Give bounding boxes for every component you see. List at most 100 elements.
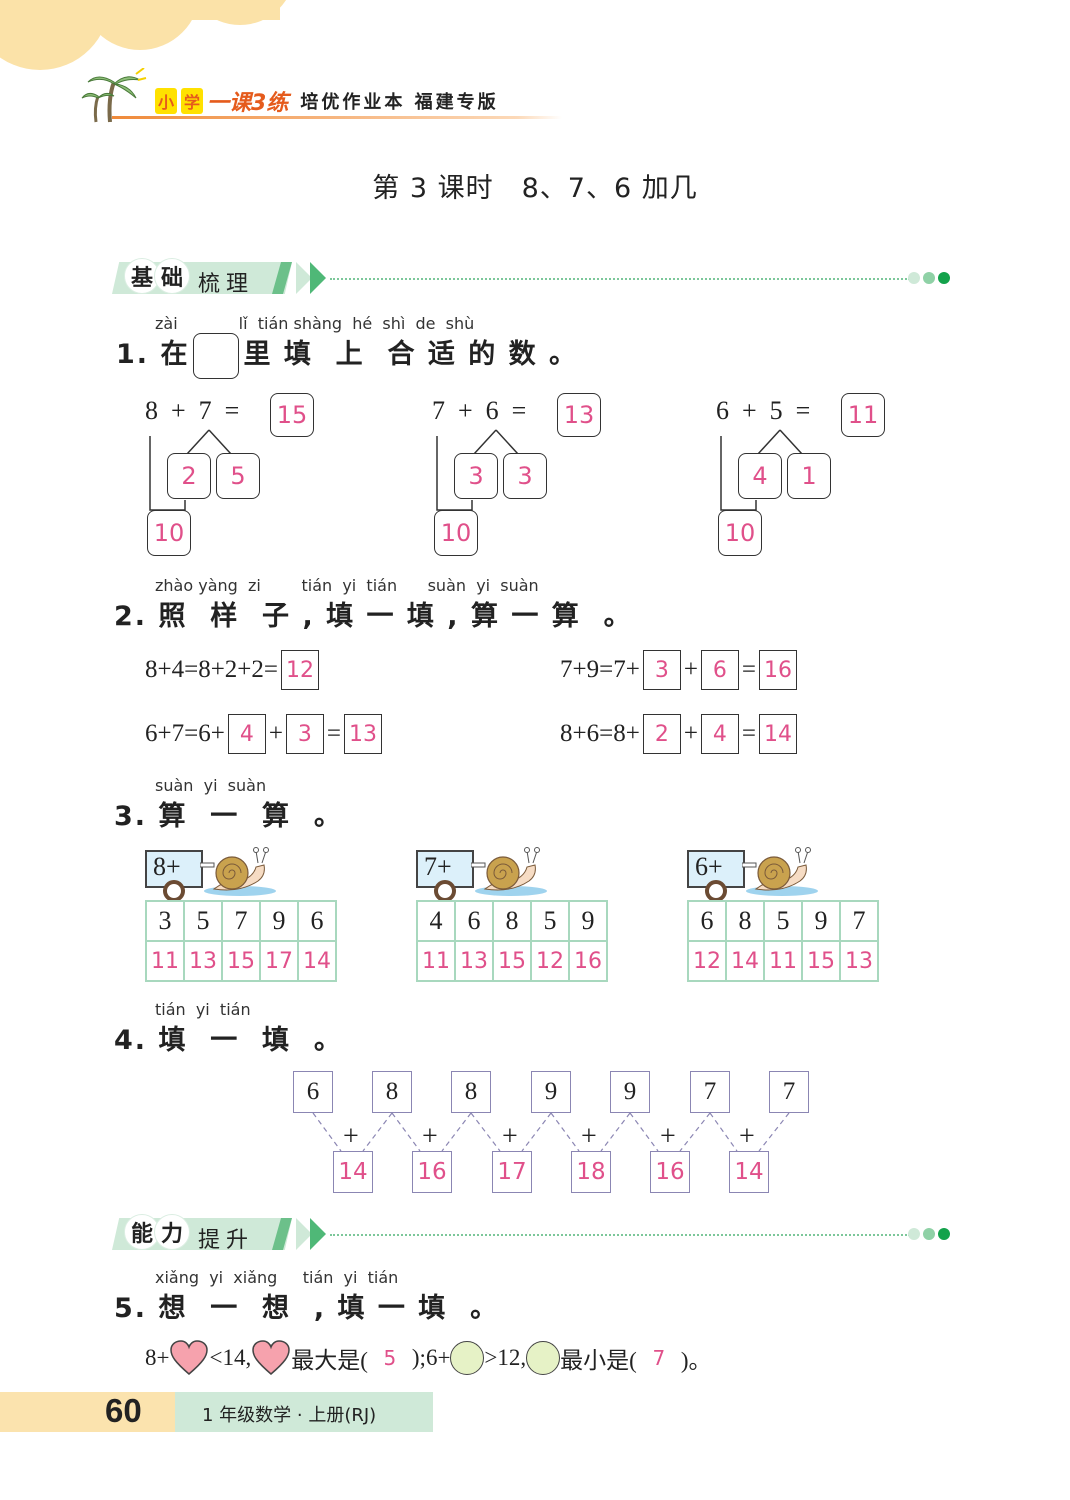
header-underline — [112, 116, 562, 119]
chevron-right-icon — [310, 262, 326, 294]
connector-line — [550, 1112, 580, 1152]
answer-box[interactable]: 13 — [344, 714, 383, 754]
answer-box[interactable]: 4 — [700, 714, 739, 754]
question-text: 照 样 子 , 填 一 填 , 算 一 算 。 — [158, 601, 633, 632]
addend-cell: 8 — [492, 900, 532, 942]
split-box[interactable]: 5 — [216, 453, 260, 499]
answer-box[interactable]: 16 — [759, 650, 798, 690]
section-badge: 基 — [124, 258, 160, 294]
connector-line — [521, 1112, 552, 1152]
q2-row: 6+7=6+ 4+ 3= 13 — [145, 714, 385, 754]
result-cell[interactable]: 12 — [530, 940, 570, 982]
dot-icon — [923, 272, 935, 284]
equation-text: 最小是( — [560, 1348, 637, 1373]
connector-line — [600, 1112, 631, 1152]
heart-icon — [170, 1340, 209, 1375]
result-cell[interactable]: 11 — [145, 940, 185, 982]
question-number: 4. — [114, 1025, 148, 1056]
equation-text: >12, — [484, 1345, 527, 1370]
split-box[interactable]: 3 — [503, 453, 547, 499]
empty-box-icon — [193, 332, 240, 379]
answer-box[interactable]: 3 — [285, 714, 324, 754]
section-subtitle: 梳理 — [198, 272, 255, 297]
answer-box[interactable]: 6 — [700, 650, 739, 690]
series-brand: 小 学 一课3练 培优作业本 福建专版 — [155, 86, 499, 116]
question-number: 3. — [114, 801, 148, 832]
dotted-divider — [330, 1234, 910, 1236]
equation-text: 8+4=8+2+2= — [145, 656, 278, 683]
question-text: 想 一 想 , 填 一 填 。 — [158, 1293, 500, 1324]
sum-box[interactable]: 14 — [729, 1151, 769, 1193]
sum-box[interactable]: 13 — [557, 393, 601, 437]
addend-box: 7 — [690, 1071, 730, 1113]
question-number: 2. — [114, 601, 148, 632]
result-cell[interactable]: 15 — [801, 940, 841, 982]
section-header-advanced: 能 力 提升 — [112, 1214, 952, 1254]
answer-blank[interactable]: 7 — [652, 1346, 666, 1370]
equation-text: 7 + 6 = — [432, 396, 527, 425]
sum-box[interactable]: 17 — [492, 1151, 532, 1193]
result-cell[interactable]: 15 — [492, 940, 532, 982]
ten-box[interactable]: 10 — [718, 510, 762, 556]
result-cell[interactable]: 11 — [416, 940, 456, 982]
q2-row: 7+9=7+ 3+ 6= 16 — [560, 650, 800, 690]
wheel-icon — [434, 880, 456, 902]
question-4-heading: 4. 填 一 填 。 — [114, 1018, 343, 1057]
equation-text: 8+6=8+ — [560, 720, 640, 747]
answer-box[interactable]: 4 — [227, 714, 266, 754]
cart-label: 7+ — [416, 850, 474, 888]
ten-box[interactable]: 10 — [434, 510, 478, 556]
result-cell[interactable]: 12 — [687, 940, 727, 982]
answer-blank[interactable]: 5 — [383, 1346, 397, 1370]
chevron-right-icon — [310, 1218, 326, 1250]
answer-box[interactable]: 2 — [642, 714, 681, 754]
result-cell[interactable]: 16 — [568, 940, 608, 982]
question-pinyin: xiǎng yi xiǎng tián yi tián — [155, 1268, 399, 1287]
result-cell[interactable]: 17 — [259, 940, 299, 982]
answer-box[interactable]: 14 — [759, 714, 798, 754]
addend-cell: 9 — [259, 900, 299, 942]
footer-book-band — [175, 1392, 433, 1432]
heart-icon — [252, 1340, 290, 1375]
connector-line — [679, 1112, 711, 1152]
equation-text: <14, — [209, 1345, 252, 1370]
split-box[interactable]: 4 — [738, 453, 782, 499]
split-box[interactable]: 2 — [167, 453, 211, 499]
question-text: 填 一 填 。 — [158, 1025, 343, 1056]
addend-cell: 9 — [568, 900, 608, 942]
sum-box[interactable]: 15 — [270, 393, 314, 437]
answer-box[interactable]: 12 — [281, 650, 319, 690]
answer-box[interactable]: 3 — [642, 650, 681, 690]
addend-cell: 9 — [801, 900, 841, 942]
sum-box[interactable]: 16 — [412, 1151, 452, 1193]
question-2-heading: 2. 照 样 子 , 填 一 填 , 算 一 算 。 — [114, 594, 633, 633]
question-text: 里 填 上 合 适 的 数 。 — [243, 339, 579, 370]
plus-sign: + — [581, 1121, 597, 1152]
brand-main: 一课3练 — [207, 91, 289, 116]
ten-box[interactable]: 10 — [147, 510, 191, 556]
sum-box[interactable]: 16 — [650, 1151, 690, 1193]
result-cell[interactable]: 13 — [839, 940, 879, 982]
question-1-heading: 1. 在里 填 上 合 适 的 数 。 — [116, 332, 578, 379]
result-cell[interactable]: 14 — [725, 940, 765, 982]
split-box[interactable]: 3 — [454, 453, 498, 499]
connector-line — [709, 1112, 738, 1152]
sum-box[interactable]: 14 — [333, 1151, 373, 1193]
addend-cell: 3 — [145, 900, 185, 942]
sum-box[interactable]: 18 — [571, 1151, 611, 1193]
question-5-heading: 5. 想 一 想 , 填 一 填 。 — [114, 1286, 499, 1325]
split-box[interactable]: 1 — [787, 453, 831, 499]
result-cell[interactable]: 14 — [297, 940, 337, 982]
footer-page-band — [0, 1392, 175, 1432]
question-pinyin: zài lǐ tián shàng hé shì de shù — [155, 314, 475, 333]
sum-box[interactable]: 11 — [841, 393, 885, 437]
plus-sign: + — [660, 1121, 676, 1152]
result-cell[interactable]: 11 — [763, 940, 803, 982]
addend-cell: 4 — [416, 900, 456, 942]
result-cell[interactable]: 13 — [183, 940, 223, 982]
section-badge: 力 — [154, 1214, 190, 1250]
result-cell[interactable]: 13 — [454, 940, 494, 982]
result-cell[interactable]: 15 — [221, 940, 261, 982]
equation-text: 8+ — [145, 1345, 170, 1370]
